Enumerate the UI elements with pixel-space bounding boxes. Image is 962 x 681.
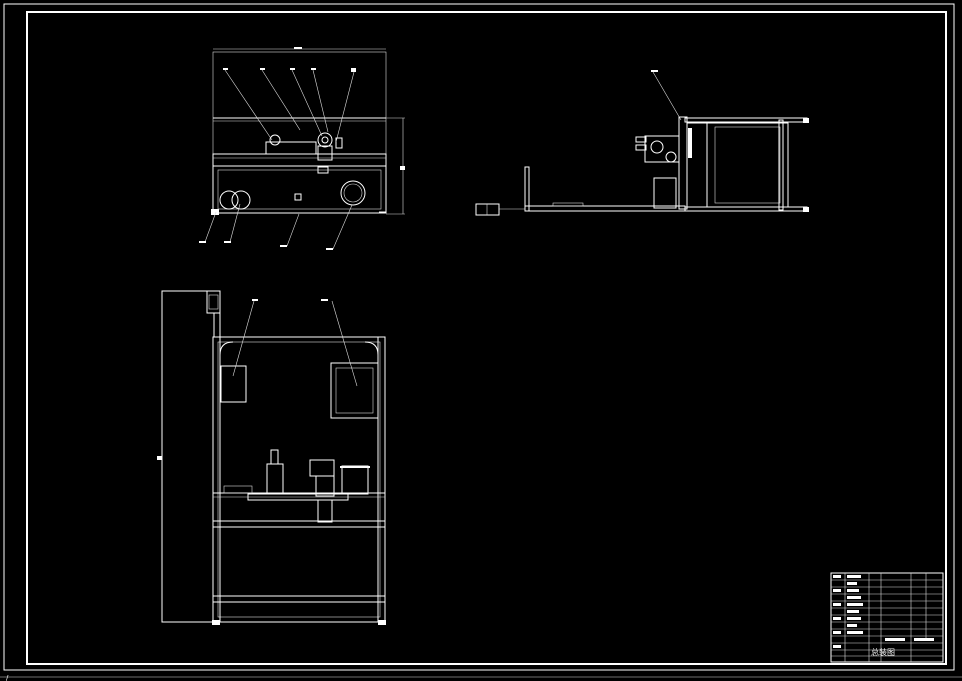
plan-slide-block xyxy=(317,499,333,523)
front-motor-left xyxy=(219,190,239,210)
side-frame-body xyxy=(706,122,789,208)
plan-electrical-box xyxy=(220,365,247,403)
plan-view xyxy=(157,290,386,625)
side-foot-pedal xyxy=(475,203,500,216)
front-linear-module xyxy=(265,141,317,155)
side-leader xyxy=(652,71,682,121)
plan-foot-right xyxy=(378,620,386,625)
plan-height-dimension xyxy=(157,456,162,460)
front-upper-enclosure xyxy=(212,51,387,167)
plan-gripper-head xyxy=(309,459,335,477)
plan-main-frame xyxy=(212,336,386,623)
side-indicator-strip xyxy=(688,128,692,158)
side-column xyxy=(678,116,688,210)
front-work-deck xyxy=(212,153,387,167)
leader-5 xyxy=(335,71,355,143)
front-motor-right xyxy=(231,190,251,210)
outer-sheet-border xyxy=(3,3,955,671)
drawing-name: 总装图 xyxy=(871,647,895,657)
front-lower-base xyxy=(212,165,387,214)
leader-4 xyxy=(312,69,329,133)
plan-right-post xyxy=(377,336,386,623)
side-top-rail xyxy=(684,117,808,123)
front-gripper-assembly xyxy=(317,132,333,148)
plan-turntable-box xyxy=(341,465,369,495)
title-block: 总装图 xyxy=(830,572,944,663)
front-control-box xyxy=(294,193,302,201)
front-view xyxy=(199,47,405,250)
leader-6 xyxy=(204,211,217,243)
leader-7 xyxy=(229,203,241,243)
plan-leader-2 xyxy=(331,300,358,387)
inner-drawing-frame xyxy=(26,11,947,665)
plan-leader-1 xyxy=(232,300,255,377)
side-lower-cabinet xyxy=(653,177,677,209)
side-view xyxy=(475,70,809,216)
side-rear-post xyxy=(778,119,784,211)
plan-monitor xyxy=(330,362,379,419)
leader-8 xyxy=(286,213,300,247)
leader-1 xyxy=(224,69,273,141)
plan-bottom-beam xyxy=(212,595,386,603)
title-block-frame xyxy=(830,572,944,663)
plan-cylinder xyxy=(266,463,284,495)
front-foot-left xyxy=(211,209,219,215)
front-turntable xyxy=(340,180,366,206)
leader-3 xyxy=(291,69,323,137)
plan-linear-rail xyxy=(247,493,349,501)
side-bottom-rail xyxy=(684,206,808,212)
bottom-marker: / xyxy=(6,674,9,681)
dimension-value-mark xyxy=(294,47,302,49)
plan-foot-left xyxy=(212,620,220,625)
side-gripper-cluster xyxy=(644,135,680,163)
side-left-post xyxy=(524,166,530,212)
front-gripper-block xyxy=(317,145,333,161)
front-cylinder-head xyxy=(269,134,281,146)
plan-left-post xyxy=(212,336,221,623)
leader-9 xyxy=(332,204,353,250)
plan-cross-beam xyxy=(212,520,386,528)
plan-cabinet-outline xyxy=(161,290,221,623)
leader-2 xyxy=(261,69,301,131)
